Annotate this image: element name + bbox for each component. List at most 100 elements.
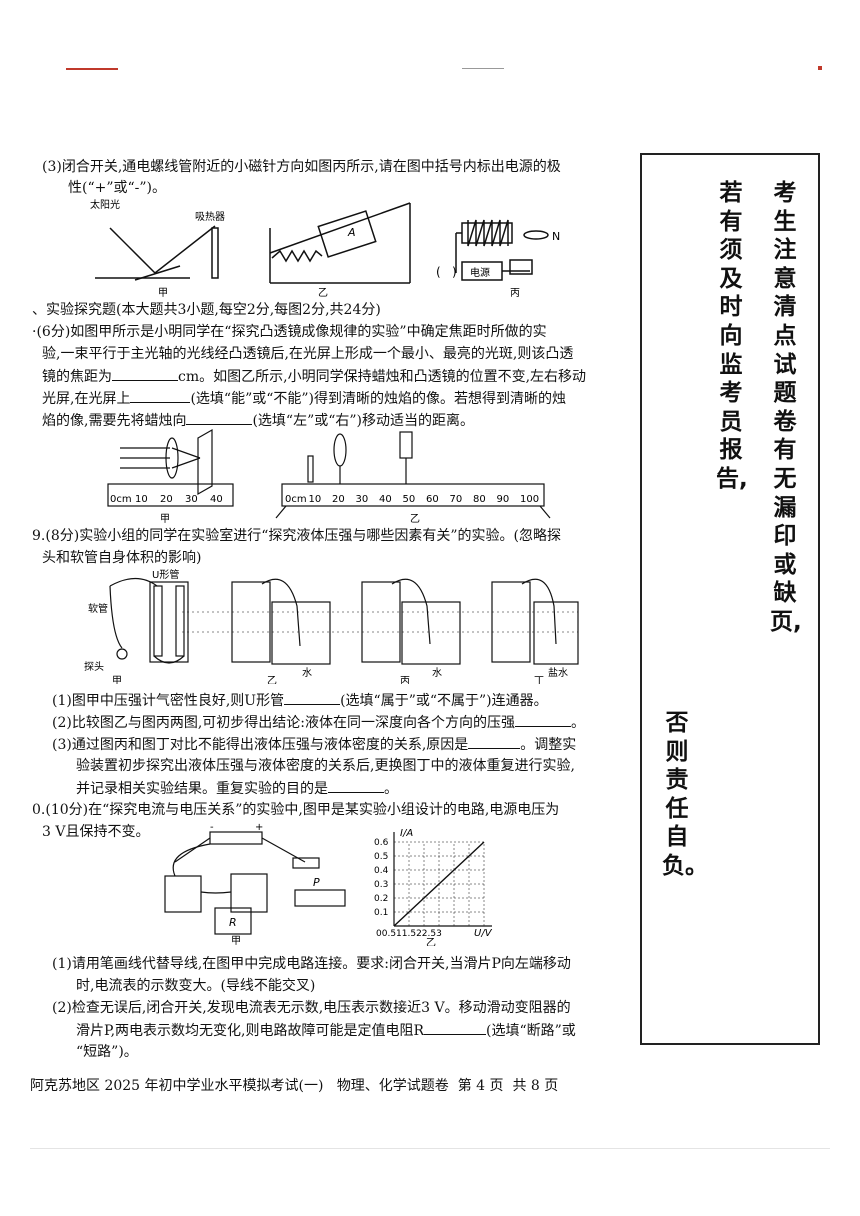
cap-yi-20: 乙 bbox=[426, 937, 436, 946]
screen-jia bbox=[197, 428, 213, 496]
q19-p3e: 。 bbox=[384, 781, 398, 797]
chart-series bbox=[393, 841, 485, 927]
bracket-open: ( bbox=[436, 265, 441, 279]
iu-chart: 0.10.20.30.40.50.6 00.511.522.53 I/A U/V… bbox=[374, 828, 493, 946]
q20-p1a: (1)请用笔画线代替导线,在图甲中完成电路连接。要求:闭合开关,当滑片P向左端移… bbox=[52, 956, 571, 972]
hose-label: 软管 bbox=[88, 602, 108, 615]
ruler-yi-label: 20 bbox=[332, 494, 345, 505]
cap-jia-1: 甲 bbox=[158, 288, 168, 298]
q19-p3a: (3)通过图丙和图丁对比不能得出液体压强与液体密度的关系,原因是 bbox=[52, 737, 469, 753]
utube-board-yi bbox=[231, 581, 271, 663]
ruler-yi-label: 80 bbox=[473, 494, 486, 505]
page-footer: 阿克苏地区 2025 年初中学业水平模拟考试(一) 物理、化学试题卷 第 4 页… bbox=[30, 1076, 558, 1096]
sunray bbox=[109, 227, 156, 274]
q20-p2c: (选填“断路”或 bbox=[486, 1023, 576, 1039]
q20-blank-fault[interactable] bbox=[424, 1020, 487, 1035]
voltmeter bbox=[230, 873, 268, 913]
beaker-yi bbox=[271, 601, 331, 665]
rheostat bbox=[294, 889, 346, 907]
cap-bing-19: 丙 bbox=[400, 676, 410, 684]
q18-line4b: (选填“能”或“不能”)得到清晰的烛焰的像。若想得到清晰的烛 bbox=[190, 391, 567, 407]
utube-left-jia bbox=[153, 585, 163, 657]
notice-col-3: 否则责任自负。 bbox=[662, 710, 708, 879]
top-gray-mark bbox=[462, 68, 504, 69]
q18-blank-image[interactable] bbox=[130, 388, 191, 403]
q19-p1a: (1)图甲中压强计气密性良好,则U形管 bbox=[52, 693, 285, 709]
battery-plus: + bbox=[255, 822, 263, 833]
wire-loop-2 bbox=[200, 891, 232, 894]
q18-blank-focal[interactable] bbox=[112, 366, 178, 381]
water-label-yi: 水 bbox=[302, 667, 312, 679]
reflected-ray bbox=[154, 225, 216, 274]
ruler-yi-label: 40 bbox=[379, 494, 392, 505]
cap-bing-1: 丙 bbox=[510, 288, 520, 298]
chart-yticks: 0.10.20.30.40.50.6 bbox=[374, 838, 389, 918]
ruler-yi-label: 70 bbox=[450, 494, 463, 505]
q19-blank-4[interactable] bbox=[328, 778, 384, 793]
ruler-yi-label: 100 bbox=[520, 494, 539, 505]
candle bbox=[307, 455, 314, 483]
q19-p3c: 验装置初步探究出液体压强与液体密度的关系后,更换图丁中的液体重复进行实验, bbox=[76, 758, 575, 774]
notice-col-2: 若有须及时向监考员报告, bbox=[716, 180, 748, 492]
compass-needle bbox=[523, 230, 549, 240]
y-tick-label: 0.3 bbox=[374, 880, 388, 890]
probe-jia bbox=[116, 648, 128, 660]
q18-line2: 验,一束平行于主光轴的光线经凸透镜后,在光屏上形成一个最小、最亮的光斑,则该凸透 bbox=[42, 346, 574, 362]
q18-line4a: 光屏,在光屏上 bbox=[42, 391, 131, 407]
beaker-bing bbox=[401, 601, 461, 665]
resistor-r-label: R bbox=[229, 916, 237, 929]
cap-jia-19: 甲 bbox=[112, 676, 122, 684]
q19-blank-2[interactable] bbox=[515, 712, 571, 727]
q19-p1b: (选填“属于”或“不属于”)连通器。 bbox=[340, 693, 548, 709]
bottom-faint-line bbox=[30, 1148, 830, 1149]
top-corner-mark bbox=[818, 66, 822, 70]
beaker-ding bbox=[533, 601, 579, 665]
block-a-label: A bbox=[347, 226, 356, 239]
top-red-mark bbox=[66, 68, 118, 70]
cap-yi-1: 乙 bbox=[318, 287, 328, 298]
converging-ray-3 bbox=[171, 457, 201, 469]
sun-label: 太阳光 bbox=[90, 198, 120, 211]
hose-bing bbox=[391, 578, 431, 645]
q19-p3d: 并记录相关实验结果。重复实验的目的是 bbox=[76, 781, 328, 797]
slider-p-label: P bbox=[313, 876, 320, 889]
wire-loop-1 bbox=[172, 843, 211, 877]
q20-p2a: (2)检查无误后,闭合开关,发现电流表无示数,电压表示数接近3 V。移动滑动变阻… bbox=[52, 1000, 571, 1016]
q19-figures: U形管 软管 探头 水 水 盐水 甲 乙 丙 丁 bbox=[84, 568, 579, 684]
q20-p2d: “短路”)。 bbox=[76, 1044, 138, 1060]
ruler-yi bbox=[281, 483, 545, 507]
q20-line2: 3 V且保持不变。 bbox=[42, 824, 150, 840]
q19-p1: (1)图甲中压强计气密性良好,则U形管 (选填“属于”或“不属于”)连通器。 bbox=[52, 690, 548, 711]
bench-leg-right bbox=[539, 505, 551, 519]
q19-p2a: (2)比较图乙与图丙两图,可初步得出结论:液体在同一深度向各个方向的压强 bbox=[52, 715, 515, 731]
q18-blank-direction[interactable] bbox=[186, 410, 253, 425]
cap-jia-20: 甲 bbox=[231, 936, 241, 946]
utube-right-jia bbox=[175, 585, 185, 657]
utube-board-jia bbox=[149, 581, 189, 663]
q20-p1b: 时,电流表的示数变大。(导线不能交叉) bbox=[76, 978, 316, 994]
q3-line1: (3)闭合开关,通电螺线管附近的小磁针方向如图丙所示,请在图中括号内标出电源的极 bbox=[42, 159, 561, 175]
chart-axes bbox=[393, 832, 492, 927]
circuit-figure: - + P R 甲 bbox=[164, 822, 346, 946]
absorber-label: 吸热器 bbox=[195, 210, 225, 223]
q19-p3: (3)通过图丙和图丁对比不能得出液体压强与液体密度的关系,原因是。调整实 bbox=[52, 734, 576, 755]
q19-blank-1[interactable] bbox=[284, 690, 341, 705]
q18-line1: ·(6分)如图甲所示是小明同学在“探究凸透镜成像规律的实验”中确定焦距时所做的实 bbox=[32, 324, 547, 340]
block-a bbox=[317, 210, 377, 258]
chart-xlabel: U/V bbox=[474, 928, 493, 939]
q19-blank-3[interactable] bbox=[468, 734, 521, 749]
notice-box: 考生注意清点试题卷有无漏印或缺页, 若有须及时向监考员报告, 否则责任自负。 bbox=[640, 153, 820, 1045]
saltwater-label: 盐水 bbox=[548, 666, 568, 679]
notice-col-1: 考生注意清点试题卷有无漏印或缺页, bbox=[770, 180, 802, 635]
battery-box bbox=[209, 831, 263, 845]
ruler-jia-label: 40 bbox=[210, 494, 223, 505]
q19-p3d-line: 并记录相关实验结果。重复实验的目的是 。 bbox=[76, 778, 398, 799]
y-tick-label: 0.4 bbox=[374, 866, 389, 876]
ammeter bbox=[164, 875, 202, 913]
screen-yi bbox=[399, 431, 413, 459]
ruler-yi-label: 0cm bbox=[285, 494, 307, 505]
water-label-bing: 水 bbox=[432, 667, 442, 679]
